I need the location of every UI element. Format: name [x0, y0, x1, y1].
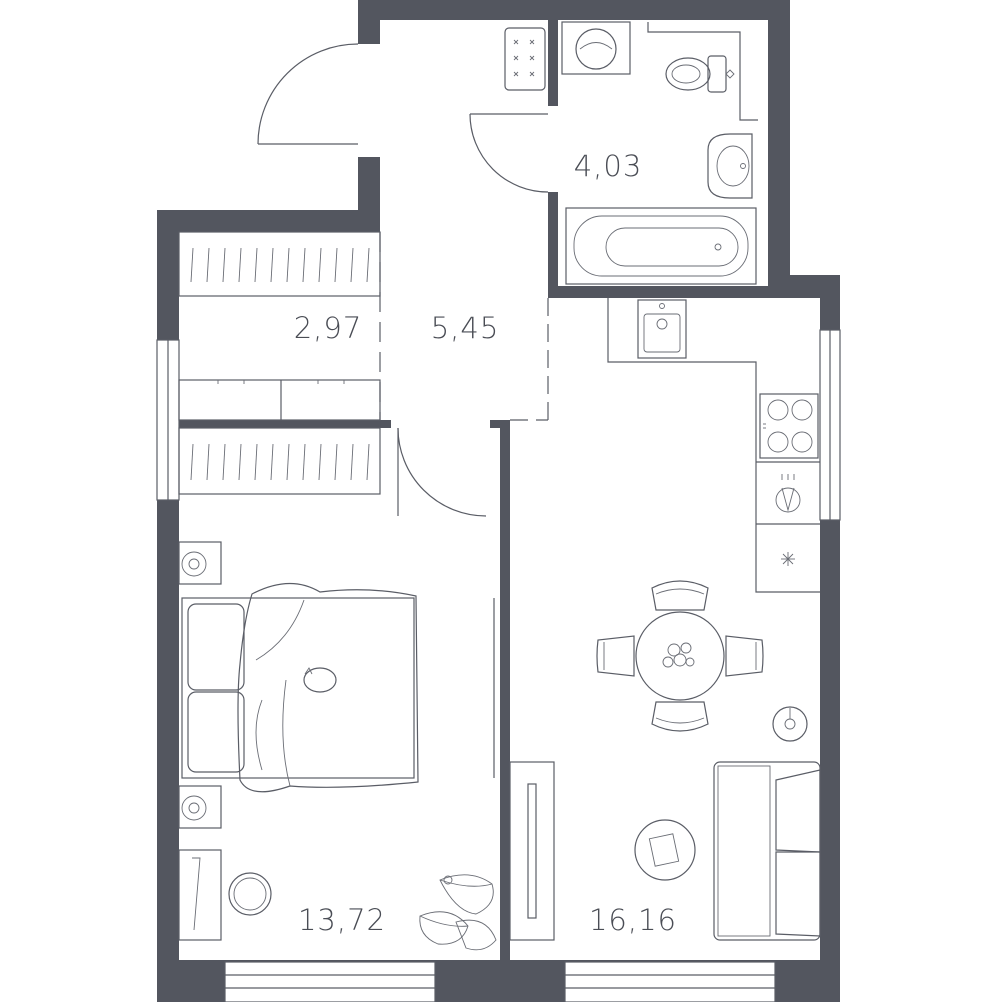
window-bedroom	[224, 961, 436, 1002]
wall-left	[157, 210, 179, 1002]
kitchen-stove	[759, 393, 819, 459]
doors	[257, 43, 549, 517]
bedroom-closet	[178, 427, 381, 495]
wardrobe-fixtures	[178, 231, 381, 495]
bathroom-door-swing	[469, 113, 549, 193]
area-bathroom: 4,03	[574, 149, 643, 183]
wardrobe-upper	[178, 231, 381, 297]
wall-bath-left-lower	[548, 192, 558, 298]
area-hallway: 5,45	[431, 311, 500, 345]
bedroom-door-swing	[397, 427, 487, 517]
nightstand-bottom	[178, 785, 222, 829]
bathroom-sink	[707, 133, 753, 199]
kitchen-counter	[607, 298, 820, 593]
entrance-door-swing	[257, 43, 359, 145]
bed-frame	[181, 597, 415, 779]
tv	[527, 783, 537, 919]
pillow-top	[187, 603, 245, 691]
wardrobe-drawers	[178, 379, 381, 421]
coffee-table	[634, 819, 696, 881]
toilet-tank	[707, 55, 727, 93]
bed-blanket	[237, 582, 419, 793]
bathroom-fixtures	[504, 21, 758, 285]
wall-bath-bottom	[548, 286, 790, 298]
window-kitchen	[564, 961, 776, 1002]
wall-bath-left-upper	[548, 20, 558, 106]
area-labels: 4,03 2,97 5,45 13,72 16,16	[294, 149, 677, 937]
side-stool	[772, 706, 808, 742]
bedroom-fixtures	[178, 541, 497, 951]
bedroom-desk	[178, 849, 222, 941]
kitchen-fixtures	[509, 298, 821, 941]
area-bedroom: 13,72	[298, 903, 386, 937]
bedroom-chair	[228, 872, 272, 916]
wall-partition-cap	[490, 420, 510, 428]
area-kitchen-living: 16,16	[589, 903, 677, 937]
wall-bath-right	[768, 0, 790, 298]
kitchen-sink	[637, 299, 687, 359]
cat	[303, 667, 337, 693]
tv-unit	[509, 761, 555, 941]
washing-machine	[561, 21, 631, 75]
pillow-bottom	[187, 691, 245, 773]
bathtub	[565, 207, 757, 285]
plant	[419, 874, 497, 951]
area-wardrobe: 2,97	[294, 311, 363, 345]
hall-cabinet	[504, 27, 546, 91]
wall-bedroom-kitchen	[500, 420, 510, 962]
table-flowers	[662, 642, 695, 668]
wall-hall-left-upper	[358, 0, 380, 44]
wall-top	[358, 0, 790, 20]
toilet-niche	[647, 22, 758, 121]
toilet-bowl	[665, 57, 711, 91]
sofa-cushion-top	[775, 769, 821, 853]
kitchen-hood	[775, 487, 801, 513]
wall-wardrobe-top	[157, 210, 380, 232]
windows	[156, 329, 841, 1002]
sofa-cushion-bottom	[775, 851, 821, 937]
dining-table	[635, 611, 725, 701]
walls	[157, 0, 840, 1002]
wall-wardrobe-bottom	[179, 420, 391, 428]
nightstand-top	[178, 541, 222, 585]
fridge	[781, 552, 795, 566]
dining-chairs	[596, 580, 764, 732]
